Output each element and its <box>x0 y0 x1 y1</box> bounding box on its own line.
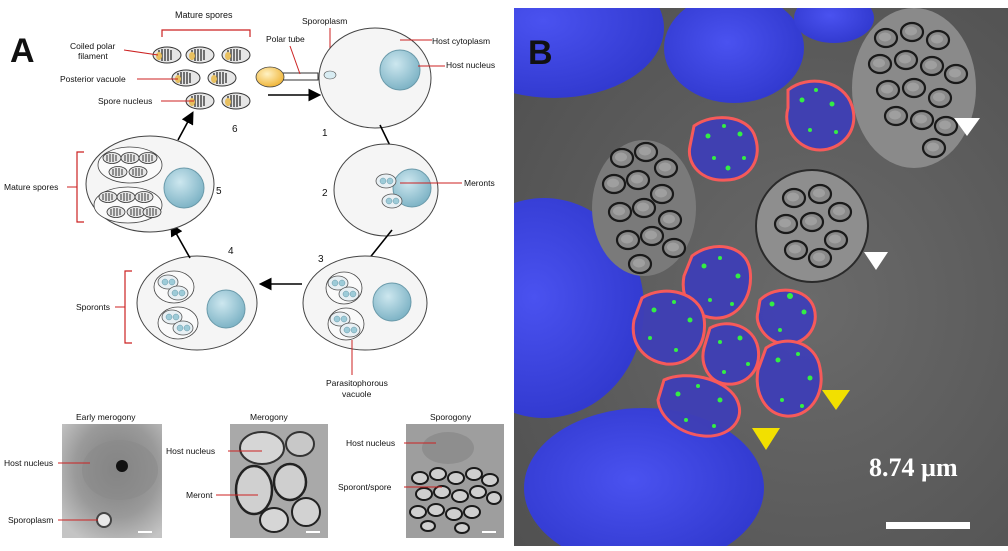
stage-3-number: 3 <box>318 254 324 265</box>
panel-b-letter: B <box>528 34 553 72</box>
white-arrowhead-1 <box>954 118 980 136</box>
sporoplasm-label: Sporoplasm <box>302 16 347 26</box>
spore-cluster-top-right <box>852 8 976 168</box>
panel-a-letter: A <box>10 32 35 70</box>
host-cytoplasm-label: Host cytoplasm <box>432 36 490 46</box>
early-sporoplasm-label: Sporoplasm <box>8 515 53 525</box>
sporonts-label: Sporonts <box>76 302 110 312</box>
mature-spores-group <box>152 46 251 110</box>
meront-label: Meront <box>186 490 213 500</box>
early-merogony-micrograph <box>62 424 162 538</box>
parasitophorous-vacuoles-red <box>631 79 856 438</box>
scale-bar <box>886 522 970 529</box>
host-nucleus-stage-3 <box>372 282 412 322</box>
yellow-arrowhead-2 <box>752 428 780 450</box>
sporogony-micrograph <box>406 424 504 538</box>
spore-cluster-center <box>755 169 869 283</box>
stage-4-number: 4 <box>228 246 234 257</box>
sporont-spore-label: Sporont/spore <box>338 482 392 492</box>
mature-spores-top-label: Mature spores <box>175 10 233 20</box>
white-arrowhead-2 <box>864 252 888 270</box>
scale-bar-label: 8.74 µm <box>869 453 958 482</box>
stage-5-number: 5 <box>216 186 222 197</box>
sporogony-host-nucleus-label: Host nucleus <box>346 438 395 448</box>
merogony-host-nucleus-label: Host nucleus <box>166 446 215 456</box>
sporoplasm-blob <box>255 66 285 88</box>
meronts-label: Meronts <box>464 178 495 188</box>
early-merogony-title: Early merogony <box>76 412 136 422</box>
coiled-polar-filament-label-2: filament <box>78 51 108 61</box>
yellow-arrowhead-1 <box>822 390 850 410</box>
coiled-polar-filament-label: Coiled polar <box>70 41 116 51</box>
host-nucleus-stage-2 <box>392 168 432 208</box>
host-nucleus-stage-4 <box>206 289 246 329</box>
green-fluorescent-spots <box>648 88 838 428</box>
polar-tube <box>283 72 319 81</box>
early-host-nucleus-label: Host nucleus <box>4 458 53 468</box>
posterior-vacuole-label: Posterior vacuole <box>60 74 126 84</box>
host-cell-stage-2 <box>333 143 439 237</box>
host-nucleus-stage-1 <box>379 49 421 91</box>
panel-b-fluorescence-micrograph: B 8.74 µm <box>514 8 1008 546</box>
merogony-title: Merogony <box>250 412 289 422</box>
mature-spores-left-label: Mature spores <box>4 182 58 192</box>
spore-cluster-left <box>592 140 696 276</box>
stage-6-number: 6 <box>232 124 238 135</box>
host-nucleus-stage-5 <box>163 167 205 209</box>
merogony-micrograph <box>230 424 328 538</box>
stage-2-number: 2 <box>322 188 328 199</box>
parasitophorous-vacuole-label: Parasitophorous <box>326 378 388 388</box>
parasitophorous-vacuole-label-2: vacuole <box>342 389 372 399</box>
polar-tube-label: Polar tube <box>266 34 305 44</box>
spore-nucleus-label: Spore nucleus <box>98 96 152 106</box>
sporogony-title: Sporogony <box>430 412 472 422</box>
host-nuclei-dapi <box>514 8 874 546</box>
panel-a-life-cycle-diagram: A Mature spores Coiled polar filament Po… <box>4 10 504 538</box>
stage-1-number: 1 <box>322 128 328 139</box>
host-nucleus-label: Host nucleus <box>446 60 495 70</box>
